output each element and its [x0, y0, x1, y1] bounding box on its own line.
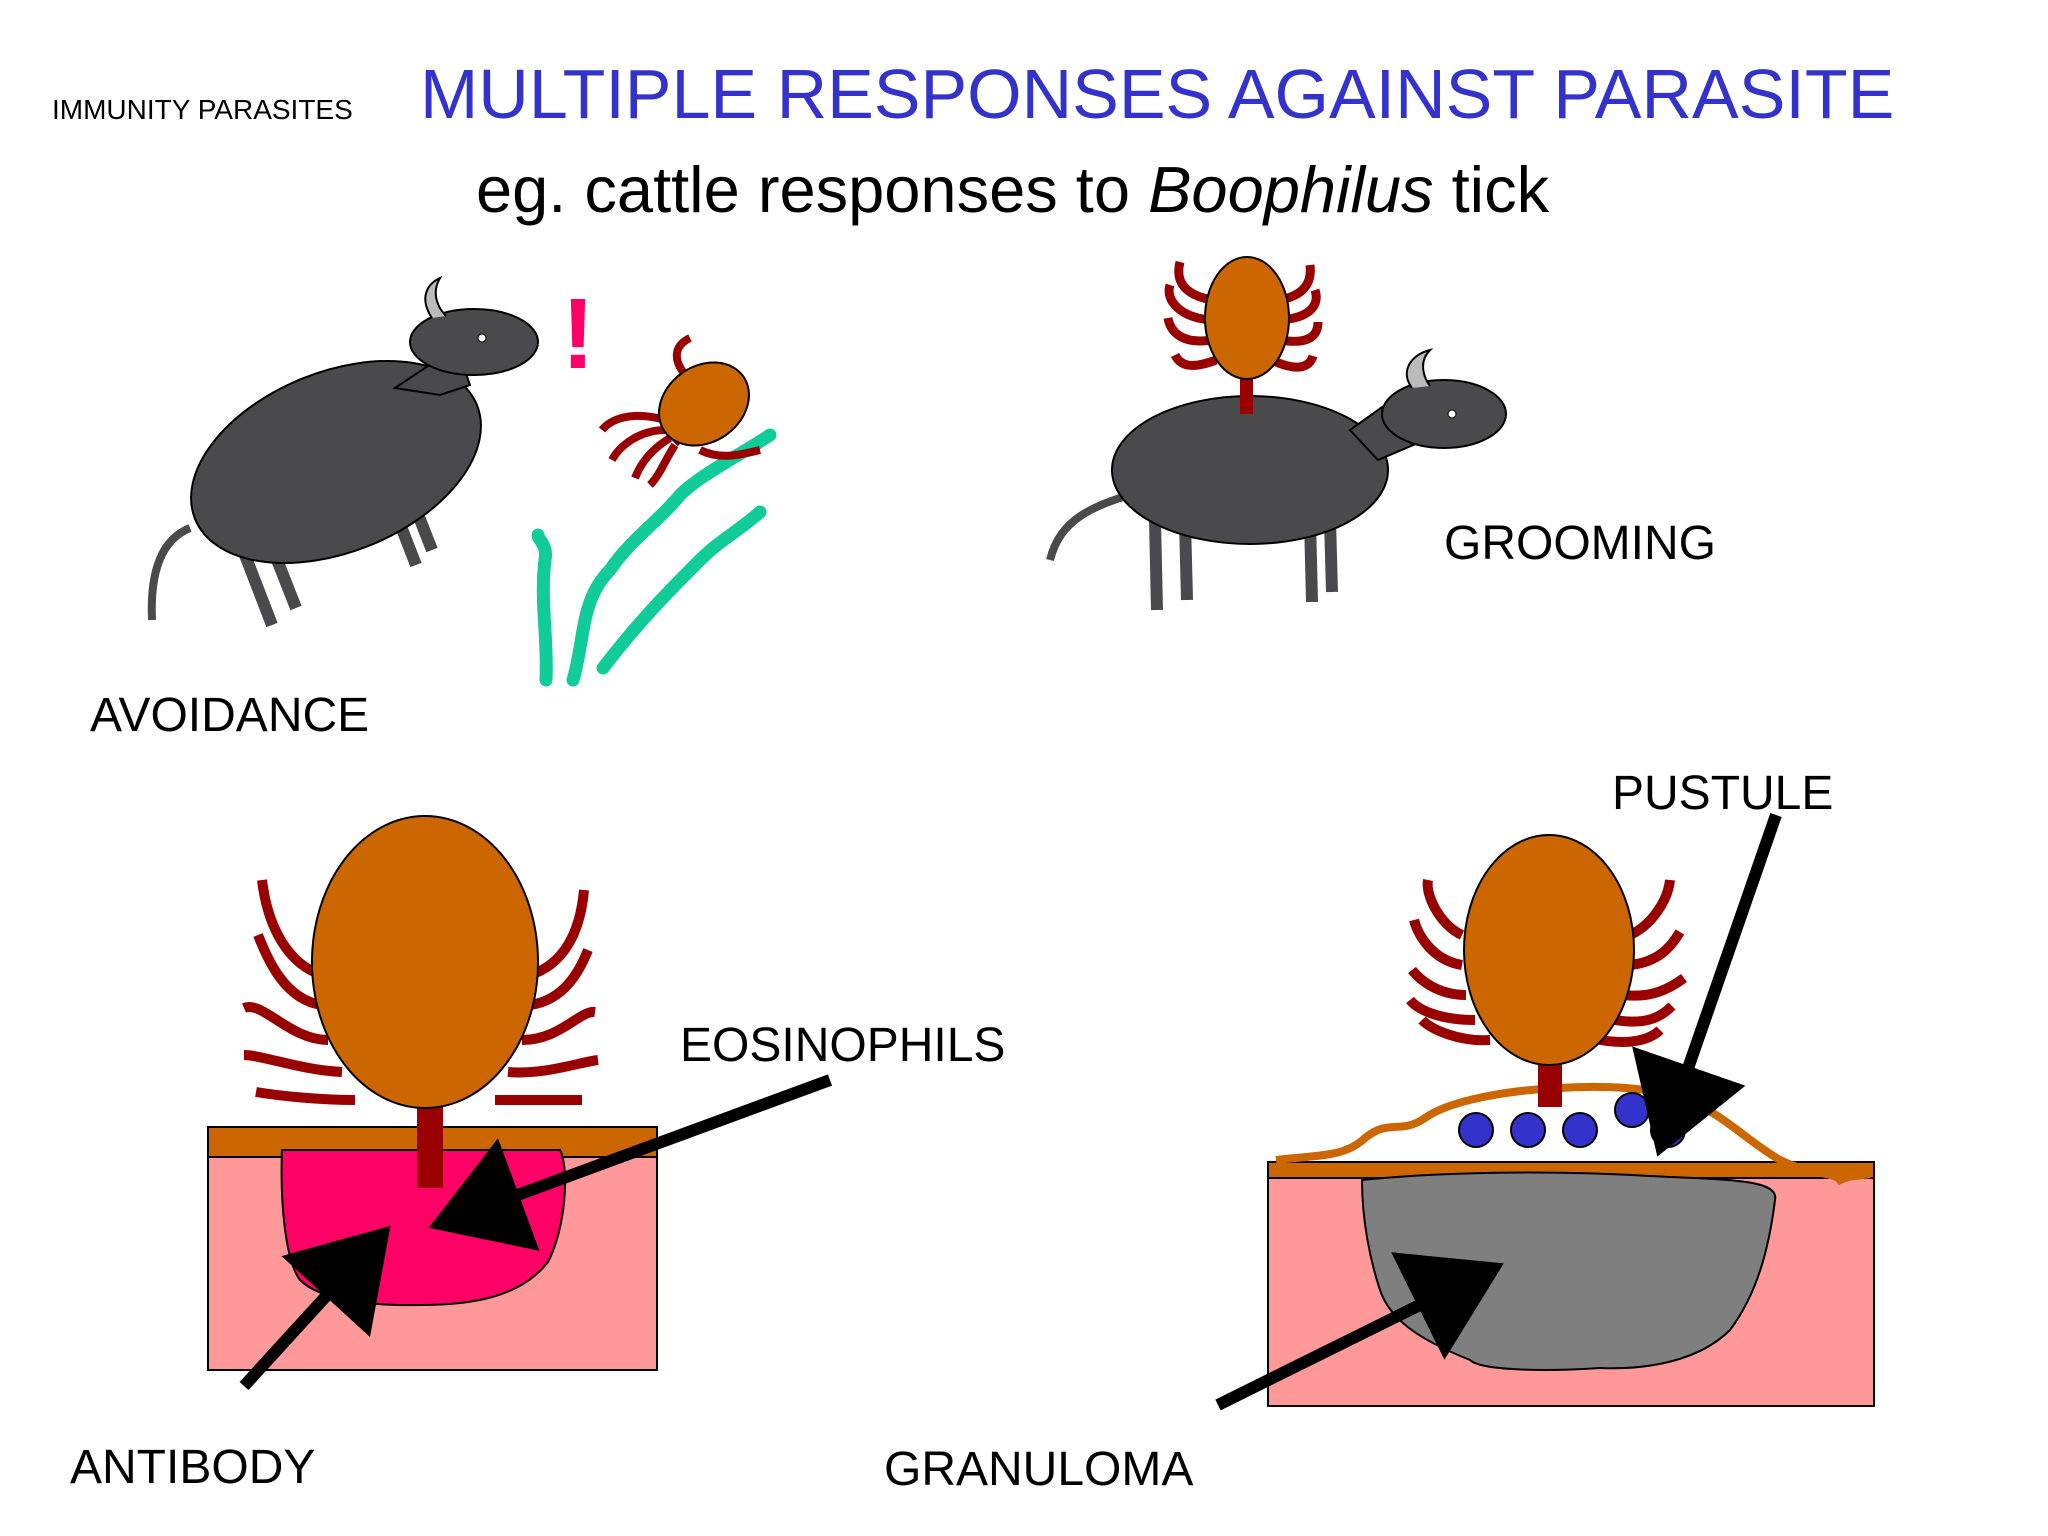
subtitle-suffix: tick	[1433, 153, 1550, 226]
grass-blade	[566, 428, 777, 687]
tick-on-cow	[1163, 256, 1323, 414]
slide-title: MULTIPLE RESPONSES AGAINST PARASITE	[420, 55, 1895, 133]
cow-tail	[147, 524, 192, 621]
pustule-swelling	[1275, 1082, 1871, 1186]
subtitle-genus: Boophilus	[1148, 153, 1434, 226]
cow-leg	[1149, 519, 1163, 611]
grooming-label: GROOMING	[1444, 517, 1716, 570]
tick-on-grass	[598, 334, 761, 488]
cow-horn	[1405, 348, 1434, 389]
pustule-cells	[1458, 1092, 1686, 1148]
tick-body	[311, 815, 539, 1109]
eosinophil-cell	[1614, 1092, 1650, 1128]
cow-eye	[477, 333, 487, 343]
cow-head	[1381, 379, 1507, 449]
cow-eye	[1447, 409, 1457, 419]
antibody-arrow	[239, 1225, 391, 1391]
attached-tick-granuloma	[1406, 834, 1687, 1107]
avoidance-cow	[147, 275, 539, 628]
tick-mouthparts	[1240, 378, 1253, 414]
eosinophils-arrow	[428, 1074, 833, 1251]
grooming-cow	[1046, 348, 1507, 611]
tick-body	[658, 361, 750, 447]
pustule-arrow	[1632, 813, 1782, 1157]
tick-body	[1463, 834, 1635, 1066]
tick-body	[1204, 256, 1290, 380]
tick-legs	[1406, 879, 1687, 1047]
slide-subtitle: eg. cattle responses to Boophilus tick	[476, 152, 1549, 227]
cow-body	[1111, 395, 1389, 545]
cow-body	[190, 359, 482, 565]
eosinophil-cell	[1562, 1112, 1598, 1148]
topic-label: IMMUNITY PARASITES	[52, 94, 353, 125]
eosinophil-cell	[1650, 1112, 1686, 1148]
granuloma-label: GRANULOMA	[884, 1443, 1194, 1496]
tick-mouthparts	[417, 1100, 443, 1188]
cow-head	[409, 308, 539, 376]
antibody-label: ANTIBODY	[70, 1441, 316, 1494]
eosinophils-label: EOSINOPHILS	[680, 1019, 1006, 1072]
exclamation-mark: !	[561, 278, 594, 390]
attached-tick-antibody	[241, 815, 599, 1188]
eosinophil-cell	[1510, 1112, 1546, 1148]
cow-leg	[1324, 519, 1338, 593]
cow-horn	[424, 275, 447, 319]
eosinophil-cell	[1458, 1112, 1494, 1148]
subtitle-prefix: eg. cattle responses to	[476, 153, 1149, 226]
avoidance-label: AVOIDANCE	[90, 689, 370, 742]
grass	[531, 428, 777, 687]
grass-blade	[596, 505, 767, 675]
grass-blade	[531, 528, 553, 687]
pustule-label: PUSTULE	[1612, 767, 1834, 820]
granuloma-arrow	[1215, 1252, 1504, 1411]
